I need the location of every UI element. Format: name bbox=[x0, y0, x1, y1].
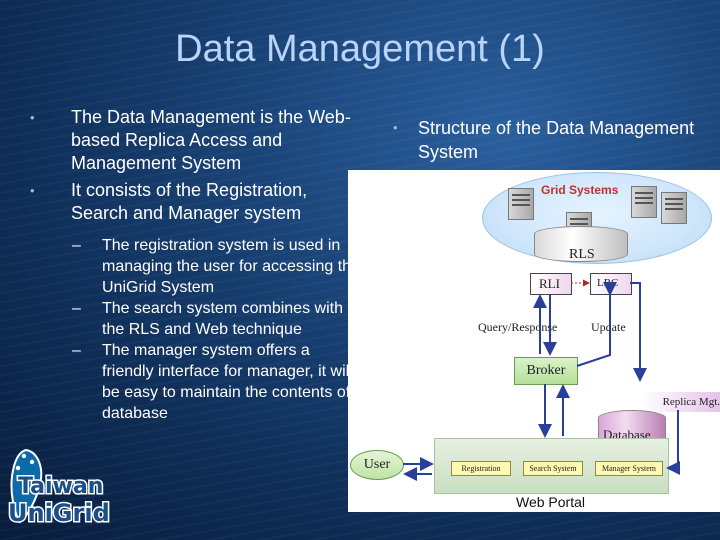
update-arrow bbox=[576, 282, 617, 367]
bullet-item: • It consists of the Registration, Searc… bbox=[30, 179, 360, 225]
bullet-dot-icon: • bbox=[30, 110, 35, 125]
update-label: Update bbox=[591, 320, 626, 334]
bullet-dot-icon: • bbox=[30, 183, 35, 198]
manager-system-box: Manager System bbox=[595, 461, 663, 476]
query-response-label: Query/Response bbox=[478, 320, 558, 334]
rls-label: RLS bbox=[569, 247, 595, 262]
sub-bullet-item: – The search system combines with the RL… bbox=[30, 298, 360, 340]
registration-box: Registration bbox=[451, 461, 511, 476]
user-ellipse: User bbox=[350, 450, 404, 480]
replica-portal-arrow bbox=[666, 410, 680, 475]
server-icon bbox=[631, 186, 657, 218]
bullet-text: It consists of the Registration, Search … bbox=[71, 180, 308, 223]
web-portal-label: Web Portal bbox=[516, 494, 585, 510]
bullet-text: The Data Management is the Web-based Rep… bbox=[71, 107, 351, 173]
taiwan-unigrid-logo: Taiwan UniGrid bbox=[7, 448, 111, 526]
svg-text:UniGrid: UniGrid bbox=[8, 499, 110, 526]
left-column: • The Data Management is the Web-based R… bbox=[30, 106, 360, 424]
server-icon bbox=[508, 188, 534, 220]
dash-icon: – bbox=[72, 237, 81, 254]
diagram-arrows bbox=[403, 279, 680, 481]
slide-title: Data Management (1) bbox=[175, 28, 545, 70]
dash-icon: – bbox=[72, 300, 81, 317]
grid-systems-label: Grid Systems bbox=[541, 183, 619, 197]
server-icon bbox=[661, 192, 687, 224]
sub-bullet-item: – The manager system offers a friendly i… bbox=[30, 340, 360, 424]
structure-diagram: Grid Systems RLS RLI LRC Query/Response … bbox=[348, 170, 720, 512]
svg-text:Taiwan: Taiwan bbox=[18, 474, 103, 499]
replica-mgt-label: Replica Mgt. bbox=[641, 392, 720, 412]
rls-cylinder-icon bbox=[534, 226, 628, 262]
broker-box: Broker bbox=[514, 357, 578, 385]
bullet-item: • The Data Management is the Web-based R… bbox=[30, 106, 360, 175]
dash-icon: – bbox=[72, 342, 81, 359]
right-bullet-item: • Structure of the Data Management Syste… bbox=[393, 116, 718, 164]
sub-bullet-item: – The registration system is used in man… bbox=[30, 235, 360, 298]
web-portal-panel: Registration Search System Manager Syste… bbox=[434, 438, 669, 494]
lrc-replica-arrow bbox=[630, 282, 647, 382]
search-system-box: Search System bbox=[523, 461, 583, 476]
sub-bullet-text: The registration system is used in manag… bbox=[102, 237, 360, 296]
sub-bullet-text: The manager system offers a friendly int… bbox=[102, 342, 353, 422]
sub-bullet-text: The search system combines with the RLS … bbox=[102, 300, 343, 338]
rli-label: RLI bbox=[539, 276, 560, 291]
right-bullet-text: Structure of the Data Management System bbox=[418, 118, 695, 162]
bullet-dot-icon: • bbox=[393, 120, 398, 135]
